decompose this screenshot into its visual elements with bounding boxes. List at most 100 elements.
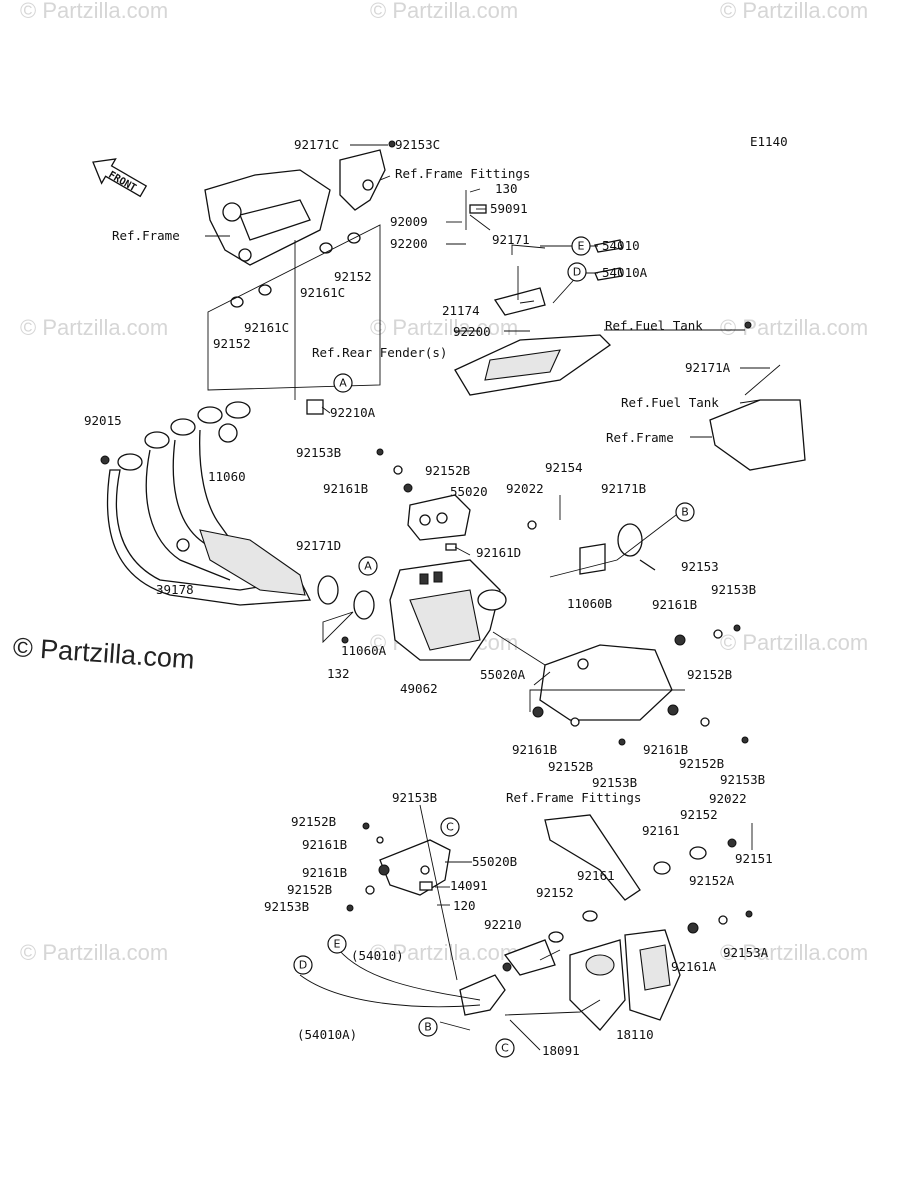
- part-label: 92200: [453, 324, 491, 339]
- front-arrow: FRONT: [92, 158, 148, 198]
- callout-letter: C: [446, 821, 454, 834]
- watermark-layer: © Partzilla.com © Partzilla.com © Partzi…: [20, 0, 868, 965]
- part-label: 92152B: [548, 759, 593, 774]
- part-label: 92153A: [723, 945, 769, 960]
- part-label: 92152: [213, 336, 251, 351]
- part-label: 92154: [545, 460, 583, 475]
- watermark-text: © Partzilla.com: [720, 315, 868, 340]
- watermark-text: © Partzilla.com: [20, 0, 168, 23]
- callout-letter: B: [424, 1021, 432, 1034]
- part-label: 92152A: [689, 873, 735, 888]
- part-label: 92161B: [302, 865, 347, 880]
- callout-circles: A A B B C C D D E E: [293, 236, 695, 1058]
- part-label: Ref.Rear Fender(s): [312, 345, 447, 360]
- part-label: 92152B: [687, 667, 732, 682]
- watermark-text: © Partzilla.com: [370, 940, 518, 965]
- part-label: 120: [453, 898, 476, 913]
- part-label: 92152: [334, 269, 372, 284]
- part-label: 92153B: [711, 582, 756, 597]
- part-label: 92152B: [287, 882, 332, 897]
- part-label: 92153B: [592, 775, 637, 790]
- watermark-text: © Partzilla.com: [20, 940, 168, 965]
- watermark-text: © Partzilla.com: [370, 315, 518, 340]
- part-label: 92152: [680, 807, 718, 822]
- part-label: 92153B: [720, 772, 765, 787]
- part-label: 54010: [602, 238, 640, 253]
- part-label: 92153: [681, 559, 719, 574]
- callout-letter: A: [364, 560, 372, 573]
- part-label: 92171C: [294, 137, 339, 152]
- part-label: 11060B: [567, 596, 612, 611]
- part-label: 55020A: [480, 667, 526, 682]
- watermark-text: © Partzilla.com: [720, 630, 868, 655]
- part-label: 92161C: [300, 285, 345, 300]
- part-label: 92171A: [685, 360, 731, 375]
- watermark-text: © Partzilla.com: [720, 0, 868, 23]
- part-label: 92153C: [395, 137, 440, 152]
- part-label: 92171B: [601, 481, 646, 496]
- part-label: 92200: [390, 236, 428, 251]
- part-label: 55020B: [472, 854, 517, 869]
- part-label: 92153B: [264, 899, 309, 914]
- part-label: 92022: [709, 791, 747, 806]
- part-label: 92152B: [291, 814, 336, 829]
- part-label: 92161D: [476, 545, 521, 560]
- watermark-text: © Partzilla.com: [370, 0, 518, 23]
- part-label: 14091: [450, 878, 488, 893]
- callout-letter: E: [578, 240, 585, 253]
- part-label: 92015: [84, 413, 122, 428]
- part-label: 92022: [506, 481, 544, 496]
- part-label: Ref.Frame Fittings: [506, 790, 641, 805]
- callout-letter: B: [681, 506, 689, 519]
- part-label: 92161B: [302, 837, 347, 852]
- part-label: 92161B: [652, 597, 697, 612]
- callout-letter: D: [299, 959, 307, 972]
- part-labels: 92171C 92153C Ref.Frame Fittings 130 590…: [84, 137, 773, 1058]
- part-label: 92161C: [244, 320, 289, 335]
- part-label: 92151: [735, 851, 773, 866]
- part-label: 92153B: [392, 790, 437, 805]
- part-label: 92161B: [323, 481, 368, 496]
- part-label: 92161B: [643, 742, 688, 757]
- part-label: 132: [327, 666, 350, 681]
- leader-lines: [205, 144, 770, 1051]
- part-label: 130: [495, 181, 518, 196]
- callout-letter: D: [573, 266, 581, 279]
- callout-letter: E: [334, 938, 341, 951]
- watermark-text: © Partzilla.com: [20, 315, 168, 340]
- part-label: Ref.Frame Fittings: [395, 166, 530, 181]
- part-label: 92161A: [671, 959, 717, 974]
- part-label: 92152: [536, 885, 574, 900]
- part-label: 55020: [450, 484, 488, 499]
- parts-artwork: [100, 140, 806, 1031]
- part-label: 59091: [490, 201, 528, 216]
- part-label: 39178: [156, 582, 194, 597]
- part-label: 92152B: [425, 463, 470, 478]
- part-label: 92161: [577, 868, 615, 883]
- part-label: 92152B: [679, 756, 724, 771]
- part-label: 49062: [400, 681, 438, 696]
- part-label: 92171D: [296, 538, 341, 553]
- part-label: (54010): [351, 948, 404, 963]
- part-label: 18091: [542, 1043, 580, 1058]
- part-label: 92009: [390, 214, 428, 229]
- part-label: 92210: [484, 917, 522, 932]
- part-label: Ref.Frame: [606, 430, 674, 445]
- part-label: 54010A: [602, 265, 648, 280]
- diagram-code: E1140: [750, 134, 788, 149]
- part-label: 92161: [642, 823, 680, 838]
- part-label: Ref.Fuel Tank: [621, 395, 719, 410]
- part-label: 92161B: [512, 742, 557, 757]
- watermark-text: © Partzilla.com: [720, 940, 868, 965]
- callout-letter: C: [501, 1042, 509, 1055]
- part-label: Ref.Frame: [112, 228, 180, 243]
- callout-letter: A: [339, 377, 347, 390]
- part-label: (54010A): [297, 1027, 357, 1042]
- part-label: 92171: [492, 232, 530, 247]
- part-label: Ref.Fuel Tank: [605, 318, 703, 333]
- part-label: 18110: [616, 1027, 654, 1042]
- part-label: 92153B: [296, 445, 341, 460]
- part-label: 11060: [208, 469, 246, 484]
